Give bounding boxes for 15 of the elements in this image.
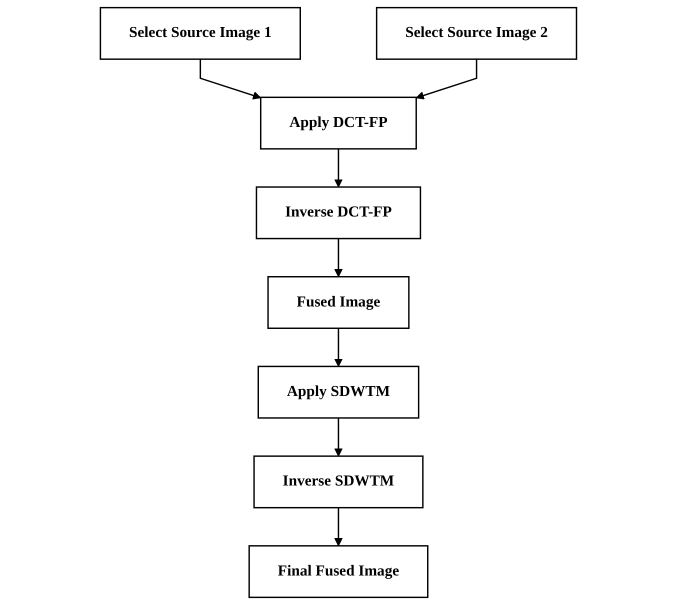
- arrow: [334, 328, 342, 367]
- arrow: [334, 238, 342, 278]
- node-box: Select Source Image 2: [375, 6, 577, 60]
- arrow: [199, 59, 261, 100]
- node-box: Fused Image: [266, 276, 410, 329]
- arrow: [334, 508, 342, 546]
- node-box: Inverse DCT-FP: [255, 186, 421, 240]
- node-box: Apply SDWTM: [257, 366, 419, 419]
- node-box: Select Source Image 1: [99, 6, 301, 60]
- arrow: [415, 59, 477, 100]
- node-box: Final Fused Image: [248, 545, 428, 598]
- node-box: Inverse SDWTM: [252, 455, 424, 508]
- arrow: [334, 418, 342, 457]
- arrow: [334, 148, 342, 188]
- node-box: Apply DCT-FP: [260, 96, 416, 150]
